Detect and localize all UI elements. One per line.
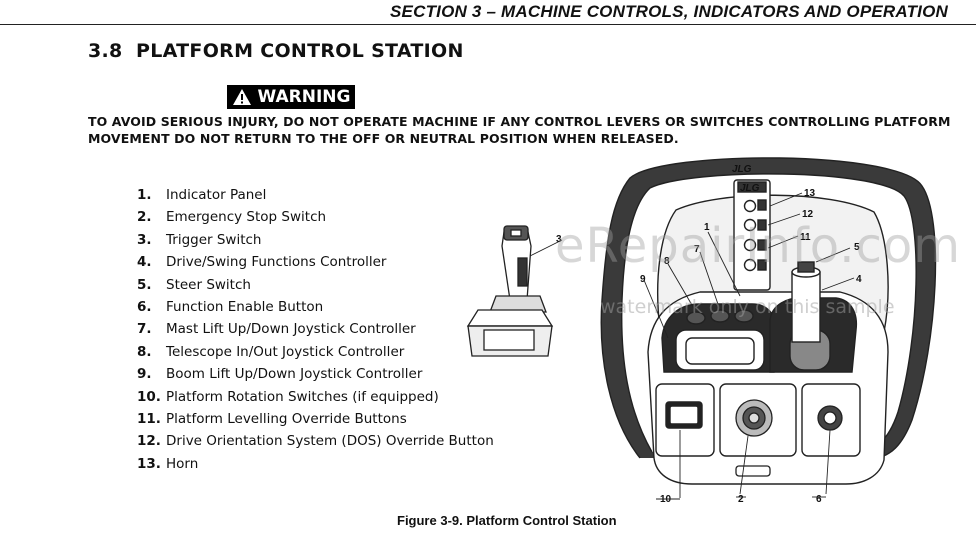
section-header: SECTION 3 – MACHINE CONTROLS, INDICATORS…	[0, 0, 976, 28]
function-enable-button-icon	[817, 405, 843, 431]
callout-13: 13	[804, 188, 816, 199]
callout-4: 4	[856, 274, 862, 285]
legend-item: 9. Boom Lift Up/Down Joystick Controller	[137, 365, 494, 387]
callout-7: 7	[694, 244, 700, 255]
legend-label: Drive/Swing Functions Controller	[166, 254, 387, 271]
leader-lines	[529, 192, 855, 498]
callout-10: 10	[660, 494, 672, 505]
watermark-note: watermark only on this sample	[600, 296, 895, 318]
callout-1: 1	[704, 222, 710, 233]
legend-label: Platform Rotation Switches (if equipped)	[166, 388, 439, 405]
callout-underlines	[656, 496, 826, 500]
legend-number: 3.	[137, 231, 152, 248]
legend-label: Function Enable Button	[166, 298, 324, 315]
legend-label: Telescope In/Out Joystick Controller	[166, 343, 405, 360]
legend-item: 3. Trigger Switch	[137, 231, 494, 253]
header-rule	[0, 24, 976, 25]
legend-number: 2.	[137, 209, 152, 226]
callout-3: 3	[556, 234, 562, 245]
callout-12: 12	[802, 209, 814, 220]
callout-6: 6	[816, 494, 822, 505]
figure-caption: Figure 3-9. Platform Control Station	[397, 513, 617, 528]
legend-number: 7.	[137, 321, 152, 338]
warning-text: TO AVOID SERIOUS INJURY, DO NOT OPERATE …	[88, 114, 951, 146]
legend-label: Horn	[166, 455, 199, 472]
legend-label: Mast Lift Up/Down Joystick Controller	[166, 321, 416, 338]
control-station-body	[600, 157, 937, 485]
legend-item: 6. Function Enable Button	[137, 298, 494, 320]
section-heading-title: PLATFORM CONTROL STATION	[136, 40, 464, 62]
watermark-logo: eRepairInfo.com	[555, 218, 961, 274]
callout-8: 8	[664, 256, 670, 267]
brand-mark: JLG	[732, 164, 752, 175]
warning-badge: WARNING	[227, 85, 355, 109]
legend-number: 11.	[137, 410, 161, 427]
legend-item: 1. Indicator Panel	[137, 186, 494, 208]
legend-number: 10.	[137, 388, 161, 405]
callout-5: 5	[854, 242, 860, 253]
legend-label: Drive Orientation System (DOS) Override …	[166, 433, 494, 450]
legend-label: Steer Switch	[166, 276, 251, 293]
legend-label: Trigger Switch	[166, 231, 262, 248]
callout-2: 2	[738, 494, 744, 505]
legend-number: 8.	[137, 343, 152, 360]
legend-item: 8. Telescope In/Out Joystick Controller	[137, 343, 494, 365]
brand-mark-panel: JLG	[740, 183, 760, 194]
legend-item: 4. Drive/Swing Functions Controller	[137, 253, 494, 275]
callout-9: 9	[640, 274, 646, 285]
legend-number: 12.	[137, 433, 161, 450]
legend-label: Indicator Panel	[166, 187, 267, 203]
legend-item: 13. Horn	[137, 455, 494, 477]
page-heading: 3.8 PLATFORM CONTROL STATION	[88, 40, 464, 62]
legend-number: 5.	[137, 276, 152, 293]
section-title: SECTION 3 – MACHINE CONTROLS, INDICATORS…	[390, 2, 948, 21]
legend-item: 12. Drive Orientation System (DOS) Overri…	[137, 432, 494, 454]
legend-label: Boom Lift Up/Down Joystick Controller	[166, 366, 423, 383]
legend-label: Platform Levelling Override Buttons	[166, 410, 407, 427]
legend-number: 4.	[137, 254, 152, 271]
legend-item: 5. Steer Switch	[137, 276, 494, 298]
legend-item: 11. Platform Levelling Override Buttons	[137, 410, 494, 432]
legend-item: 2. Emergency Stop Switch	[137, 208, 494, 230]
warning-triangle-icon	[232, 89, 251, 105]
legend-number: 1.	[137, 187, 152, 203]
legend-list: 1. Indicator Panel 2. Emergency Stop Switc…	[137, 186, 494, 477]
bottom-latch	[735, 465, 771, 477]
callout-11: 11	[800, 232, 811, 243]
legend-number: 9.	[137, 366, 152, 383]
legend-label: Emergency Stop Switch	[166, 209, 327, 226]
emergency-stop-icon	[735, 399, 773, 437]
legend-number: 6.	[137, 298, 152, 315]
legend-number: 13.	[137, 455, 161, 472]
warning-label: WARNING	[257, 87, 351, 107]
legend-item: 10. Platform Rotation Switches (if equipp…	[137, 388, 494, 410]
joystick-icon	[466, 225, 554, 357]
section-number: 3.8	[88, 40, 123, 62]
legend-item: 7. Mast Lift Up/Down Joystick Controller	[137, 320, 494, 342]
